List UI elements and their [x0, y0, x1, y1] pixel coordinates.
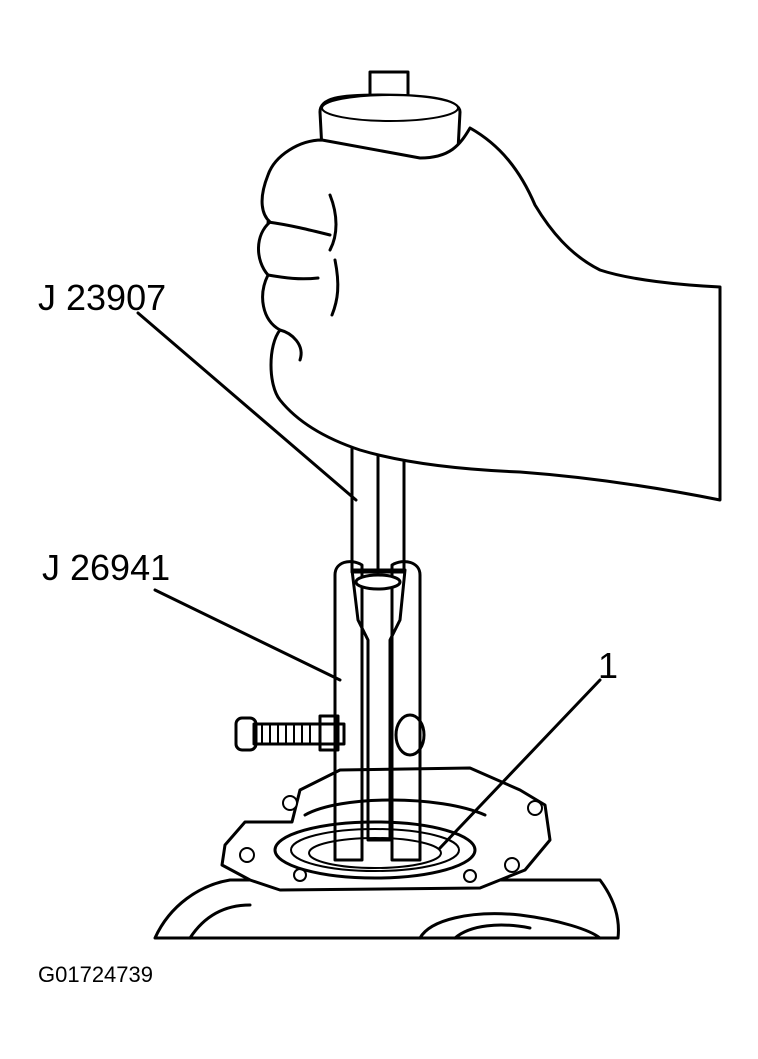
seal-puller-j26941 [234, 560, 426, 862]
callout-item-1: 1 [598, 645, 618, 686]
hand [257, 126, 722, 502]
oil-seal [273, 820, 477, 880]
forcing-screw [234, 714, 346, 752]
figure-id: G01724739 [38, 962, 153, 987]
leader-j23907 [136, 311, 358, 502]
leader-j26941 [153, 588, 342, 682]
callout-j26941: J 26941 [42, 547, 170, 588]
leader-item-1 [438, 678, 602, 850]
leader-lines [136, 311, 602, 850]
callout-j23907: J 23907 [38, 277, 166, 318]
